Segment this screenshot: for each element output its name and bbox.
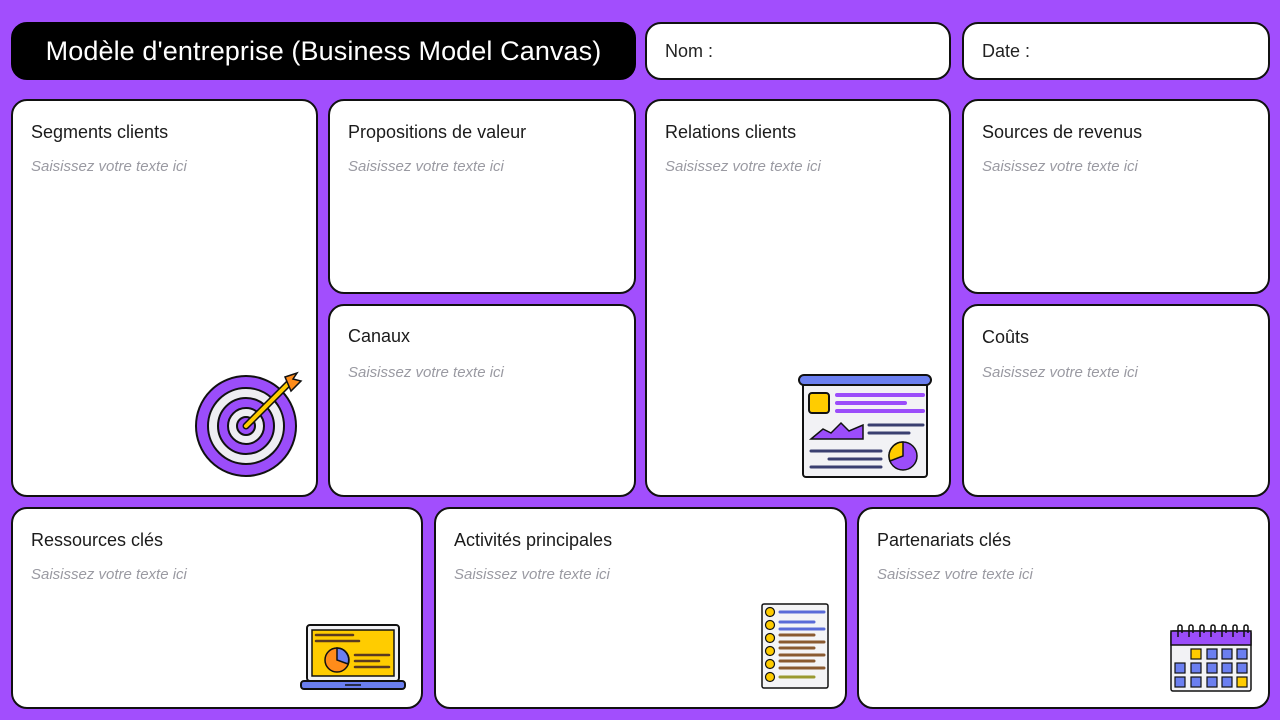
card-segments-clients[interactable]: Segments clients Saisissez votre texte i… xyxy=(11,99,318,497)
card-partenariats-cles[interactable]: Partenariats clés Saisissez votre texte … xyxy=(857,507,1270,709)
text-input-placeholder[interactable]: Saisissez votre texte ici xyxy=(454,566,610,583)
calendar-icon xyxy=(1170,624,1252,692)
card-relations-clients[interactable]: Relations clients Saisissez votre texte … xyxy=(645,99,951,497)
card-propositions-de-valeur[interactable]: Propositions de valeur Saisissez votre t… xyxy=(328,99,636,294)
text-input-placeholder[interactable]: Saisissez votre texte ici xyxy=(348,364,504,381)
text-input-placeholder[interactable]: Saisissez votre texte ici xyxy=(982,364,1138,381)
card-title: Partenariats clés xyxy=(877,530,1012,550)
card-canaux[interactable]: Canaux Saisissez votre texte ici xyxy=(328,304,636,497)
text-input-placeholder[interactable]: Saisissez votre texte ici xyxy=(665,158,821,175)
card-title: Canaux xyxy=(348,326,411,346)
card-sources-de-revenus[interactable]: Sources de revenus Saisissez votre texte… xyxy=(962,99,1270,294)
card-title: Activités principales xyxy=(454,530,613,550)
text-input-placeholder[interactable]: Saisissez votre texte ici xyxy=(31,158,187,175)
card-title: Relations clients xyxy=(665,122,797,142)
page-title-text: Modèle d'entreprise (Business Model Canv… xyxy=(45,35,602,66)
dashboard-icon xyxy=(798,374,932,478)
date-field[interactable]: Date : xyxy=(962,22,1270,80)
text-input-placeholder[interactable]: Saisissez votre texte ici xyxy=(31,566,187,583)
card-title: Ressources clés xyxy=(31,530,164,550)
text-input-placeholder[interactable]: Saisissez votre texte ici xyxy=(877,566,1033,583)
text-input-placeholder[interactable]: Saisissez votre texte ici xyxy=(348,158,504,175)
name-label: Nom : xyxy=(665,40,714,61)
card-activites-principales[interactable]: Activités principales Saisissez votre te… xyxy=(434,507,847,709)
card-title: Coûts xyxy=(982,327,1030,347)
card-title: Propositions de valeur xyxy=(348,122,527,142)
laptop-chart-icon xyxy=(300,624,406,690)
page-title: Modèle d'entreprise (Business Model Canv… xyxy=(11,22,636,80)
checklist-icon xyxy=(761,603,829,689)
card-title: Sources de revenus xyxy=(982,122,1143,142)
card-couts[interactable]: Coûts Saisissez votre texte ici xyxy=(962,304,1270,497)
target-icon xyxy=(195,371,303,477)
name-field[interactable]: Nom : xyxy=(645,22,951,80)
date-label: Date : xyxy=(982,40,1031,61)
card-title: Segments clients xyxy=(31,122,169,142)
text-input-placeholder[interactable]: Saisissez votre texte ici xyxy=(982,158,1138,175)
card-ressources-cles[interactable]: Ressources clés Saisissez votre texte ic… xyxy=(11,507,423,709)
